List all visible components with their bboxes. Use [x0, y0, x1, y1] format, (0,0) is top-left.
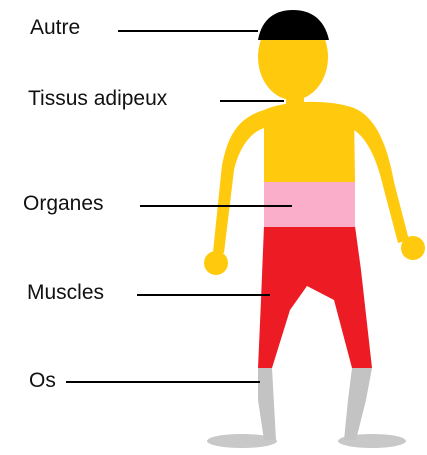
label-os: Os — [29, 370, 56, 391]
label-muscles: Muscles — [27, 282, 104, 303]
torso-fat-region — [264, 102, 355, 182]
right-hand — [401, 236, 425, 260]
label-organes: Organes — [23, 193, 104, 214]
right-leg-bone — [344, 368, 372, 440]
right-arm — [354, 108, 409, 243]
organs-region — [264, 181, 355, 227]
left-hand — [204, 251, 228, 275]
hair-other-region — [258, 10, 329, 40]
label-tissus-adipeux: Tissus adipeux — [28, 88, 167, 109]
left-leg-bone — [258, 368, 276, 440]
label-autre: Autre — [30, 17, 80, 38]
left-arm — [213, 110, 264, 253]
muscles-region — [258, 226, 372, 368]
